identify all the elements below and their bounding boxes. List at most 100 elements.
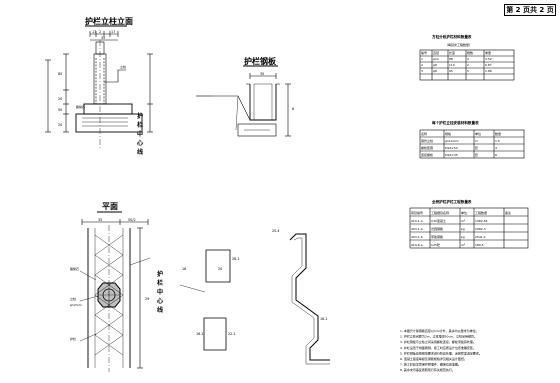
note-line: 6. 混凝土强度等级及钢筋规格详见相关设计图纸。 [400, 356, 467, 361]
elevation-vtext-3: 中 [137, 130, 143, 138]
table3-header: 单位 [461, 210, 467, 215]
table3-header: 项目编号 [411, 210, 423, 215]
table3-cell: C30混凝土 [431, 218, 446, 223]
table3-cell: kg [461, 227, 465, 231]
elevation-vtext-5: 线 [137, 148, 143, 156]
table1-cell: 110 [449, 63, 455, 67]
table2-cell: m [475, 139, 478, 143]
table1-header: 长度 [449, 50, 455, 55]
elevation-dim-1: 17 [92, 30, 96, 34]
elevation-side-4: 20 [58, 123, 62, 127]
table2-cell: 螺栓垫圈 [421, 145, 433, 150]
elevation-dim-2: 2 [99, 30, 101, 34]
table2-cell: M16×35 [445, 153, 458, 157]
table2-cell: 钢管立柱 [421, 138, 433, 143]
table1-subtitle: （每延米工程数量） [445, 42, 472, 47]
table1-cell: φ8 [433, 69, 437, 73]
note-line: 5. 护栏钢板应按规范要求进行防腐处理，涂层厚度满足要求。 [400, 350, 482, 355]
table1-cell: 0.87 [485, 63, 492, 67]
section-view: 护栏钢板 35 8 [196, 56, 294, 137]
elevation-title: 护栏立柱立面 [85, 16, 133, 26]
table1-cell: 3.52 [485, 57, 492, 61]
table3-cell: 410-6-a [411, 243, 423, 247]
plan-vtext-3: 中 [157, 288, 163, 296]
table1-header: 重量 [485, 50, 491, 55]
table3-header: 备注 [505, 210, 511, 215]
table3-cell: 410-1-a [411, 219, 423, 223]
plan-title: 平面 [102, 202, 118, 211]
note-line: 3. 护栏钢板与立柱之间采用螺栓连接，螺栓须镀锌处理。 [400, 339, 476, 344]
table3-cell: 光圆钢筋 [431, 226, 443, 231]
table1-cell: φ12 [433, 57, 439, 61]
table2-cell: M16×50 [445, 146, 458, 150]
plan-vtext-4: 心 [157, 297, 163, 305]
table1-cell: 2 [467, 63, 469, 67]
table2-cell: 套 [475, 145, 478, 150]
elevation-side-2: 20 [58, 97, 62, 101]
plan-view: 平面 35 50/2 路缘石 立柱 φ12mm [70, 202, 163, 372]
plan-label-1: 路缘石 [70, 266, 79, 271]
elevation-dim-3: 17 [111, 30, 115, 34]
elevation-side-1: 85 [58, 72, 62, 76]
table3-cell: m³ [461, 243, 466, 247]
elevation-vtext-1: 护 [137, 112, 143, 120]
elevation-vtext-2: 栏 [137, 121, 143, 129]
plan-vtext-2: 栏 [157, 279, 163, 287]
plan-dim-3: 29 [145, 297, 149, 301]
plan-dim-1: 35 [98, 218, 102, 222]
table3-cell: 403-1-a [411, 227, 423, 231]
plan-label-4: φ12mm [70, 303, 82, 307]
bend-label-5: 22.1 [228, 332, 236, 336]
table1-header: 编号 [421, 50, 427, 55]
table3-cell: 带肋钢筋 [431, 234, 443, 239]
table2-cell: 套 [475, 152, 478, 157]
bend-label-4: 16.1 [196, 332, 204, 336]
table3-cell: 1462.46 [475, 219, 487, 223]
plan-label-2: 立柱 [70, 296, 76, 301]
table2-title: 每个护栏立柱安装材料数量表 [431, 120, 479, 125]
table1-cell: 95 [449, 69, 453, 73]
table1-cell: φ8 [433, 63, 437, 67]
note-line: 8. 其余未尽事宜按照现行有关规范执行。 [400, 367, 455, 372]
table1-cell: 3 [421, 69, 423, 73]
table3-cell: m³ [461, 219, 466, 223]
elevation-vtext-4: 心 [137, 139, 143, 147]
note-line: 1. 本图尺寸除钢筋直径以mm计外，其余均以厘米为单位。 [400, 328, 479, 333]
svg-text:路缘石: 路缘石 [76, 104, 85, 109]
notes: 1. 本图尺寸除钢筋直径以mm计外，其余均以厘米为单位。2. 护栏立柱间距为2m… [400, 328, 482, 372]
table3-header: 工程细目名称 [431, 210, 449, 215]
bend-label-3: 18 [182, 267, 186, 271]
table1-header: 根数 [467, 50, 473, 55]
table2-header: 名称 [421, 131, 427, 136]
table1-cell: 2 [421, 63, 423, 67]
bend-label-1: 28.1 [232, 257, 240, 261]
section-title: 护栏钢板 [244, 56, 277, 66]
svg-text:立柱: 立柱 [120, 64, 126, 69]
bend-label-7: 16.1 [320, 317, 328, 321]
table2-cell: φ114mm [445, 139, 459, 143]
table2-cell: 4 [495, 146, 497, 150]
table2-cell: 1.5 [495, 139, 500, 143]
table1-cell: 1.88 [485, 69, 492, 73]
plan-vtext-5: 线 [157, 306, 163, 314]
table3-cell: 2541.2 [475, 235, 486, 239]
table1-header: 直径 [433, 50, 439, 55]
section-dim-1: 35 [260, 72, 264, 76]
table3-cell: C25砼 [431, 242, 440, 247]
elevation-side-3: 50 [58, 108, 62, 112]
note-line: 7. 施工时应注意保护预埋件，确保位置准确。 [400, 362, 461, 367]
plan-label-3: 护栏 [70, 336, 76, 341]
table3-cell: 2982.3 [475, 227, 486, 231]
bend-label-6: 20.4 [272, 229, 280, 233]
bend-label-2: 20 [218, 267, 222, 271]
table2-header: 规格 [445, 131, 451, 136]
elevation-dim-4: 35 [101, 36, 105, 40]
table3-cell: 180.5 [475, 243, 484, 247]
table1-title: 方柱分段护栏材料数量表 [431, 34, 472, 39]
plan-dim-2: 50/2 [128, 218, 136, 222]
table2-cell: 连接螺栓 [421, 152, 433, 157]
